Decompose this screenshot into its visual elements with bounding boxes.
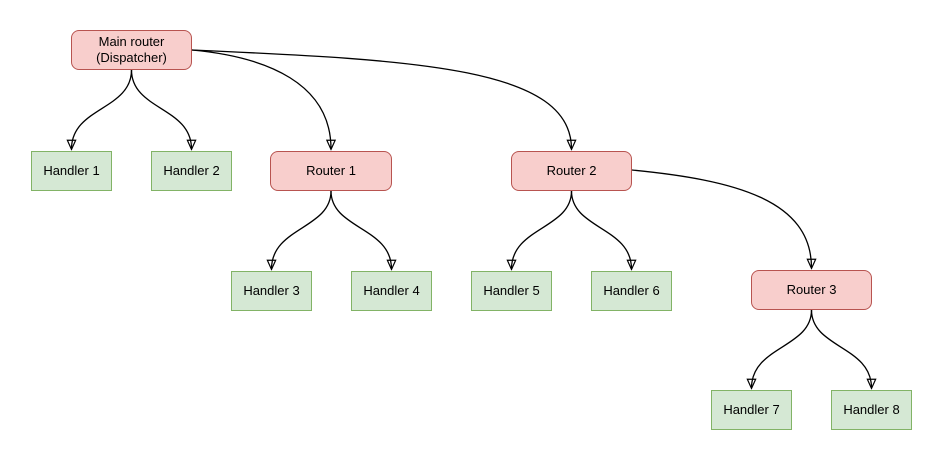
edge-main-to-router2 <box>191 49 572 149</box>
node-handler-3: Handler 3 <box>231 271 312 311</box>
node-handler-8: Handler 8 <box>831 390 912 430</box>
edge-router2-to-router3 <box>631 169 812 268</box>
edge-main-to-handler2 <box>130 69 192 149</box>
node-handler-1: Handler 1 <box>31 151 112 191</box>
edge-main-to-handler1 <box>72 69 133 149</box>
node-handler-4: Handler 4 <box>351 271 432 311</box>
edge-router2-to-handler6 <box>570 190 632 269</box>
node-handler-5: Handler 5 <box>471 271 552 311</box>
edge-router3-to-handler8 <box>810 309 872 388</box>
edge-router1-to-handler4 <box>330 190 392 269</box>
edge-router2-to-handler5 <box>512 190 573 269</box>
edge-main-to-router1 <box>191 49 331 149</box>
node-router-2: Router 2 <box>511 151 632 191</box>
edge-router1-to-handler3 <box>272 190 332 269</box>
node-handler-2: Handler 2 <box>151 151 232 191</box>
node-main-router-dispatcher: Main router (Dispatcher) <box>71 30 192 70</box>
node-handler-6: Handler 6 <box>591 271 672 311</box>
node-handler-7: Handler 7 <box>711 390 792 430</box>
node-router-1: Router 1 <box>270 151 392 191</box>
edge-router3-to-handler7 <box>752 309 813 388</box>
node-router-3: Router 3 <box>751 270 872 310</box>
